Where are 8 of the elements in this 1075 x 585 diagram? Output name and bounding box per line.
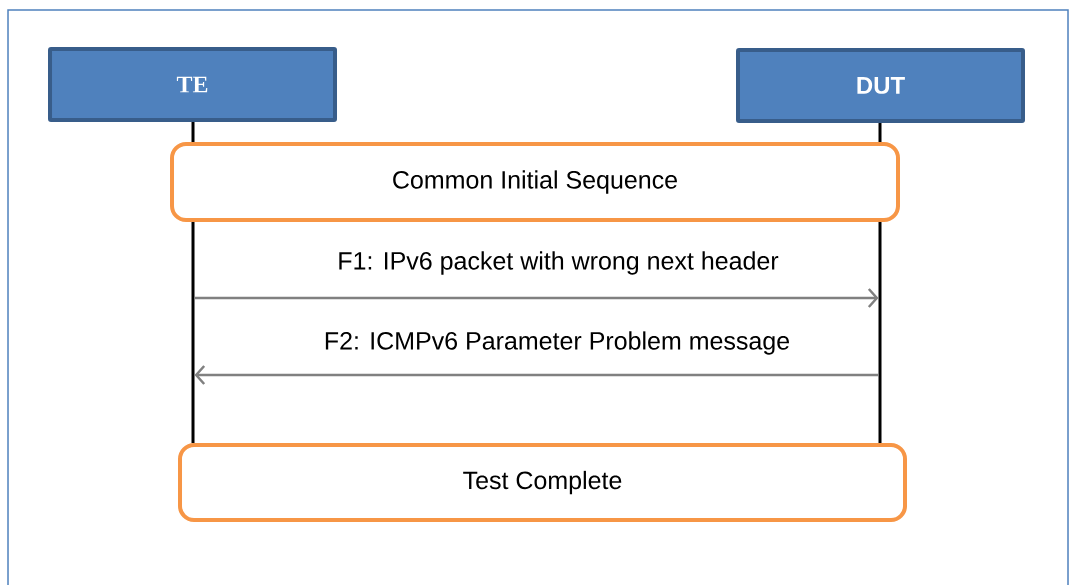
edge-label: F1: IPv6 packet with wrong next header (336, 250, 780, 276)
phase-box: Common Initial Sequence (170, 142, 900, 222)
actor-box: TE (48, 47, 337, 122)
edge-label: F2: ICMPv6 Parameter Problem message (322, 330, 792, 356)
arrow (194, 365, 879, 385)
phase-box: Test Complete (178, 443, 907, 522)
arrow (194, 288, 879, 308)
actor-box: DUT (736, 48, 1025, 123)
